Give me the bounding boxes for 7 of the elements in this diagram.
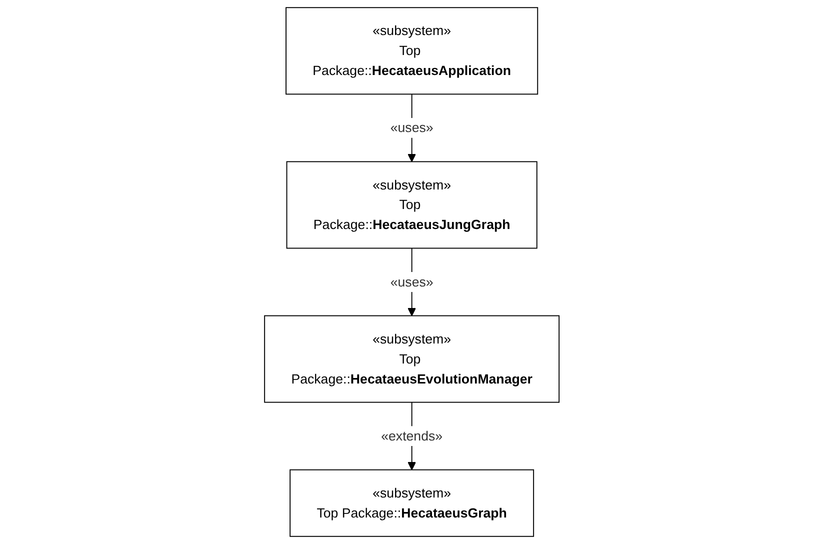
edge-label: «uses»	[390, 120, 433, 136]
node-box: «subsystem» Top Package::HecataeusGraph	[289, 469, 534, 537]
node-box: «subsystem» Top Package::HecataeusJungGraph	[286, 161, 538, 249]
edge-label: «extends»	[380, 428, 442, 444]
edge-label: «uses»	[390, 274, 433, 290]
node-box: «subsystem» Top Package::HecataeusApplication	[285, 7, 538, 95]
node-box: «subsystem» Top Package::HecataeusEvolutionManager	[264, 315, 560, 403]
